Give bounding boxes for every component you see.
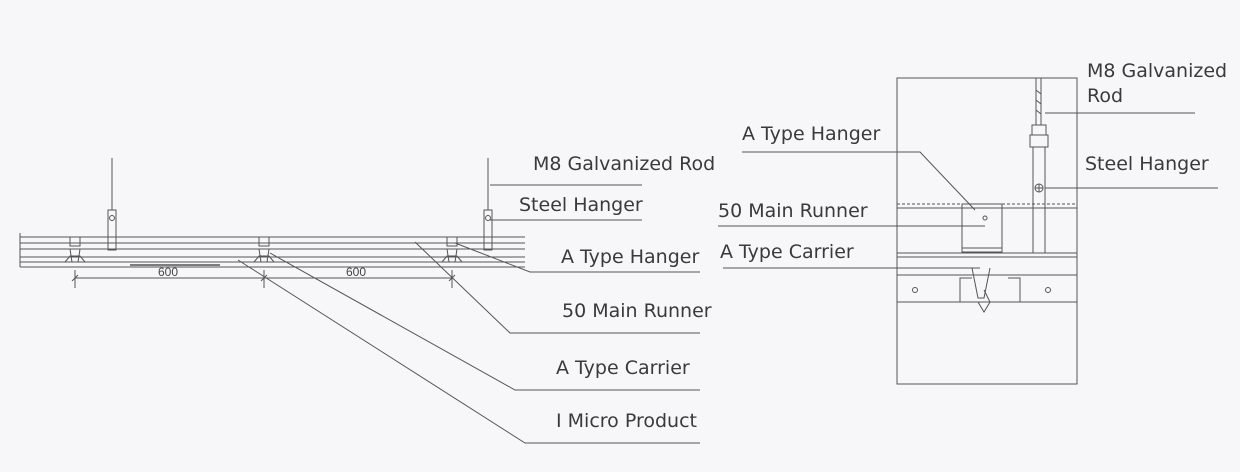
leader-a-type-carrier — [269, 252, 700, 391]
leader-main-runner — [414, 241, 700, 334]
right-section-view — [718, 77, 1218, 385]
steel-hanger — [483, 209, 493, 251]
left-elevation-view — [19, 158, 700, 444]
label-m8-galvanized-rod-line2: Rod — [1087, 85, 1124, 107]
label-steel-hanger: Steel Hanger — [1085, 153, 1209, 175]
label-a-type-hanger: A Type Hanger — [561, 246, 700, 268]
label-m8-galvanized-rod: M8 Galvanized Rod — [533, 153, 716, 175]
label-50-main-runner: 50 Main Runner — [718, 200, 868, 222]
a-type-hanger — [258, 236, 270, 247]
steel-hanger — [107, 209, 117, 251]
a-type-hanger — [446, 236, 458, 247]
label-a-type-carrier: A Type Carrier — [556, 357, 690, 379]
dimension-label: 600 — [158, 265, 179, 279]
label-a-type-hanger: A Type Hanger — [742, 123, 881, 145]
label-50-main-runner: 50 Main Runner — [562, 300, 712, 322]
label-steel-hanger: Steel Hanger — [519, 194, 643, 216]
label-a-type-carrier: A Type Carrier — [720, 241, 854, 263]
a-type-carrier — [971, 267, 991, 299]
leader-a-type-hanger — [742, 151, 976, 211]
label-i-micro-product: I Micro Product — [556, 410, 697, 432]
dimension-label: 600 — [346, 265, 367, 279]
steel-hanger — [1032, 146, 1046, 254]
a-type-hanger — [961, 203, 1003, 253]
leader-a-type-hanger — [454, 242, 700, 273]
a-type-hanger — [69, 236, 81, 247]
section-outline — [896, 77, 1078, 385]
leader-micro-product — [237, 259, 700, 444]
label-m8-galvanized-rod-line1: M8 Galvanized — [1087, 60, 1228, 82]
